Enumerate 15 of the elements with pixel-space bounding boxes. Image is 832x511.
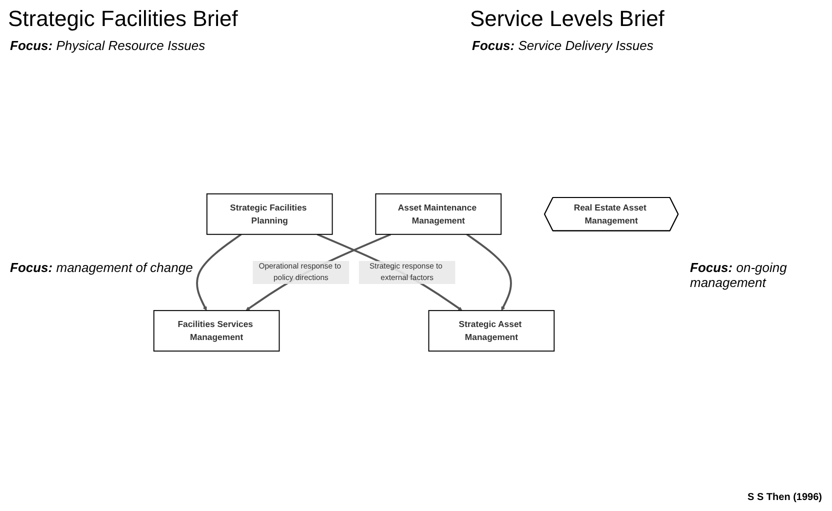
- node-box: Asset Maintenance Management: [375, 193, 502, 235]
- node-box: Strategic Asset Management: [428, 310, 555, 352]
- column-heading: Strategic Facilities Brief: [8, 6, 238, 32]
- arrow: [246, 234, 392, 311]
- node-box: Strategic Facilities Planning: [206, 193, 333, 235]
- focus-note: Focus: on-going management: [690, 260, 788, 290]
- focus-note: Focus: Service Delivery Issues: [472, 38, 654, 53]
- focus-note: Focus: Physical Resource Issues: [10, 38, 206, 53]
- node-box: Facilities Services Management: [153, 310, 280, 352]
- focus-note: Focus: management of change: [10, 260, 193, 275]
- arrow: [316, 234, 462, 311]
- arrow: [196, 234, 242, 311]
- arrow: [466, 234, 512, 311]
- credit-note: S S Then (1996): [748, 492, 822, 503]
- column-heading: Service Levels Brief: [470, 6, 664, 32]
